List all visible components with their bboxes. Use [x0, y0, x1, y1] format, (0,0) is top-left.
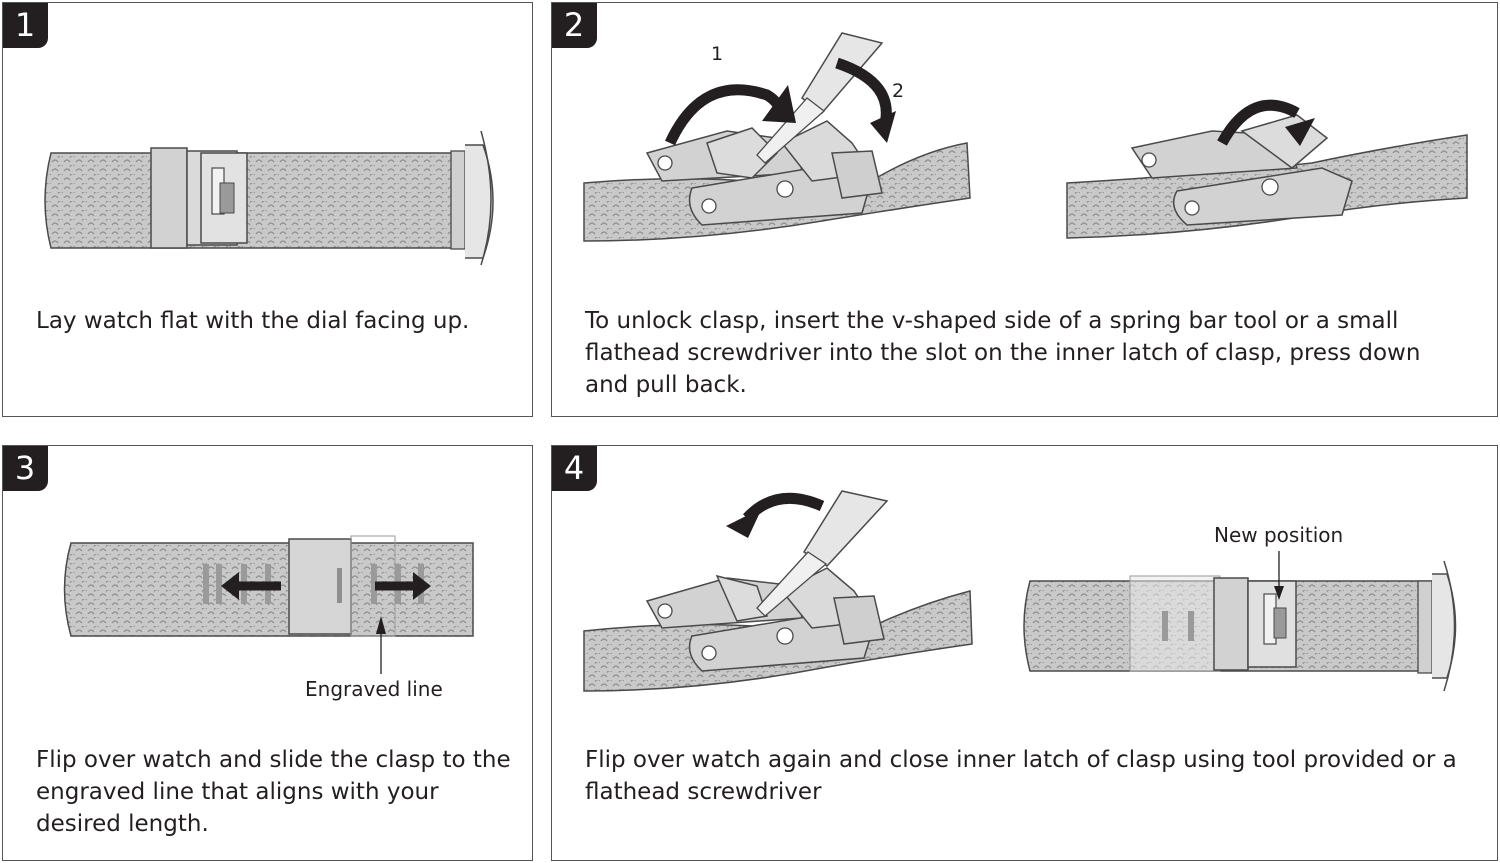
- step-number-badge: 1: [3, 3, 48, 48]
- arrow-label-1: 1: [711, 43, 724, 65]
- step-1-panel: 1 Lay watch flat with the dial facing up…: [2, 2, 533, 417]
- slide-clasp-illustration: [63, 535, 474, 674]
- step-number-badge: 2: [552, 3, 597, 48]
- step-caption: Flip over watch and slide the clasp to t…: [36, 747, 511, 837]
- step-4-panel: 4 New position Flip over watch again and: [551, 445, 1498, 861]
- step-number-badge: 3: [3, 446, 48, 491]
- new-position-label: New position: [1214, 523, 1344, 547]
- close-latch-illustration: [583, 490, 1457, 692]
- engraved-line-label: Engraved line: [305, 677, 443, 701]
- unlock-clasp-illustration: [583, 32, 1468, 242]
- strap-with-clasp-illustration: [44, 130, 494, 266]
- step-2-panel: 2 1 2 To unlock clasp, insert the v-shap…: [551, 2, 1498, 417]
- step-caption: Lay watch flat with the dial facing up.: [36, 308, 470, 334]
- step-3-panel: 3 Engraved line Flip over watch and slid…: [2, 445, 533, 861]
- step-caption: Flip over watch again and close inner la…: [585, 747, 1457, 805]
- step-number-badge: 4: [552, 446, 597, 491]
- step-caption: To unlock clasp, insert the v-shaped sid…: [585, 308, 1421, 398]
- arrow-label-2: 2: [892, 80, 905, 102]
